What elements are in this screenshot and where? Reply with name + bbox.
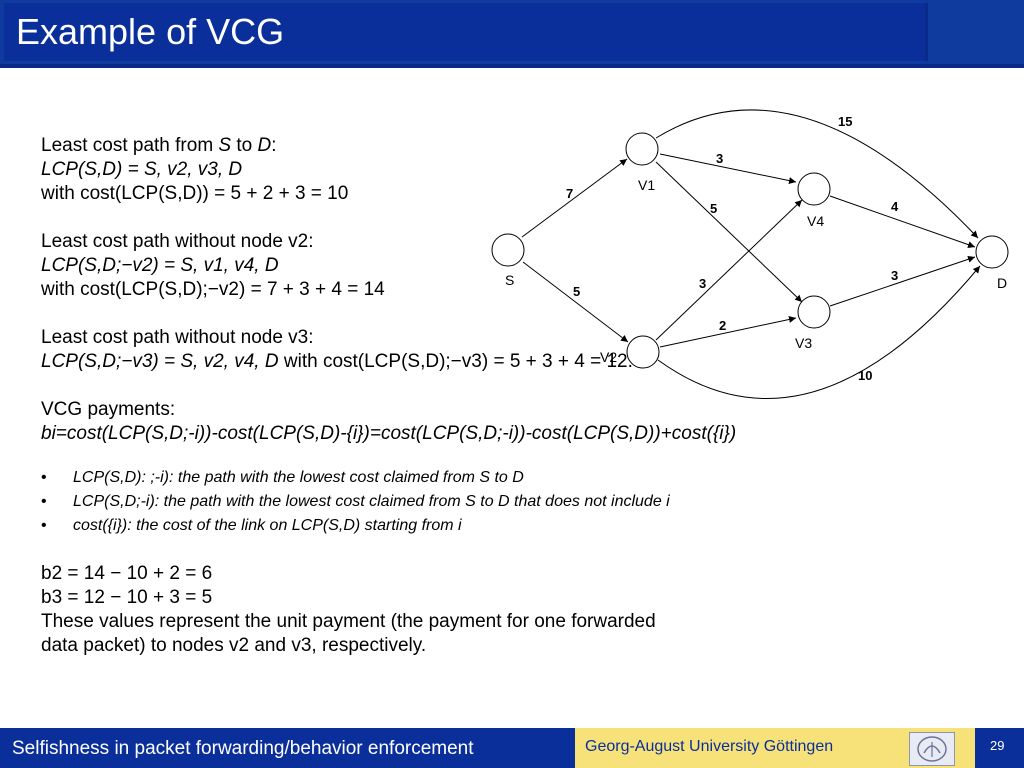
lcp-equation: LCP(S,D) = S, v2, v3, D [41, 159, 243, 180]
node-v3 [797, 295, 831, 329]
node-label-v1: V1 [638, 177, 655, 193]
edge-v4-d [829, 195, 976, 248]
weight-s-v2: 5 [573, 284, 580, 299]
conclusion-line-1: These values represent the unit payment … [41, 611, 656, 632]
list-item: LCP(S,D): ;-i): the path with the lowest… [41, 466, 891, 490]
lcp-destination: D [257, 135, 272, 156]
node-v1 [625, 132, 659, 166]
without-v3-cost: with cost(LCP(S,D);−v3) = 5 + 3 + 4 = 12… [278, 351, 633, 372]
lcp-source: S [218, 135, 232, 156]
footer-university-name: Georg-August University Göttingen [585, 738, 834, 755]
weight-v2-v3: 2 [719, 318, 726, 333]
node-label-v2: V2 [600, 349, 617, 365]
edge-v2-v4 [655, 199, 803, 341]
node-s [491, 233, 525, 267]
edge-v2-v3 [659, 316, 797, 348]
edge-v1-v3 [655, 161, 803, 303]
without-v2-equation: LCP(S,D;−v2) = S, v1, v4, D [41, 255, 279, 276]
title-underline [0, 64, 1024, 68]
weight-v1-d: 15 [838, 114, 852, 129]
node-label-v3: V3 [795, 335, 812, 351]
weight-v2-d: 10 [858, 368, 872, 383]
payment-b2: b2 = 14 − 10 + 2 = 6 [41, 563, 213, 584]
edge-s-v1 [521, 158, 628, 238]
without-v3-line: LCP(S,D;−v3) = S, v2, v4, D with cost(LC… [41, 350, 891, 374]
page-number: 29 [990, 738, 1005, 753]
conclusion-line-2: data packet) to nodes v2 and v3, respect… [41, 635, 427, 656]
weight-v1-v4: 3 [716, 151, 723, 166]
lcp-heading-text: Least cost path from [41, 135, 219, 156]
node-label-s: S [505, 272, 514, 288]
weight-v2-v4: 3 [699, 276, 706, 291]
weight-v1-v3: 5 [710, 201, 717, 216]
list-item: LCP(S,D;-i): the path with the lowest co… [41, 490, 891, 514]
node-label-d: D [997, 275, 1007, 291]
definition-list: LCP(S,D): ;-i): the path with the lowest… [41, 466, 891, 538]
edge-s-v2 [522, 261, 629, 343]
without-v2-cost: with cost(LCP(S,D);−v2) = 7 + 3 + 4 = 14 [41, 279, 385, 300]
weight-v3-d: 3 [891, 268, 898, 283]
vcg-formula: bi=cost(LCP(S,D;-i))-cost(LCP(S,D)-{i})=… [41, 423, 737, 444]
footer-bar: Selfishness in packet forwarding/behavio… [0, 728, 1024, 768]
lcp-colon: : [271, 135, 277, 156]
weight-s-v1: 7 [566, 186, 573, 201]
without-v3-heading: Least cost path without node v3: [41, 327, 314, 348]
edge-v1-v4 [659, 153, 797, 185]
footer-course-title: Selfishness in packet forwarding/behavio… [12, 738, 474, 759]
payment-b3: b3 = 12 − 10 + 3 = 5 [41, 587, 213, 608]
node-d [975, 235, 1009, 269]
footer-university-panel: Georg-August University Göttingen [575, 728, 975, 768]
lcp-cost: with cost(LCP(S,D)) = 5 + 2 + 3 = 10 [41, 183, 349, 204]
node-v2 [626, 335, 660, 369]
edge-v1-d [655, 109, 979, 239]
lcp-heading: Least cost path from S to D: [41, 134, 891, 158]
network-graph: S V1 V2 V4 V3 D 7 5 3 5 3 2 4 3 15 10 [491, 109, 1009, 399]
edge-v2-d [657, 265, 981, 399]
slide-body: Least cost path from S to D: LCP(S,D) = … [41, 134, 891, 658]
lcp-to: to [231, 135, 258, 156]
node-v4 [797, 172, 831, 206]
university-seal-logo [909, 732, 955, 766]
edge-v3-d [829, 255, 976, 307]
vcg-heading: VCG payments: [41, 399, 176, 420]
without-v2-heading: Least cost path without node v2: [41, 231, 314, 252]
title-panel: Example of VCG [4, 3, 928, 61]
node-label-v4: V4 [807, 213, 824, 229]
without-v3-equation: LCP(S,D;−v3) = S, v2, v4, D [41, 351, 279, 372]
list-item: cost({i}): the cost of the link on LCP(S… [41, 514, 891, 538]
weight-v4-d: 4 [891, 199, 899, 214]
seal-icon [917, 736, 947, 762]
title-bar: Example of VCG [0, 0, 1024, 68]
slide-title: Example of VCG [16, 11, 285, 52]
